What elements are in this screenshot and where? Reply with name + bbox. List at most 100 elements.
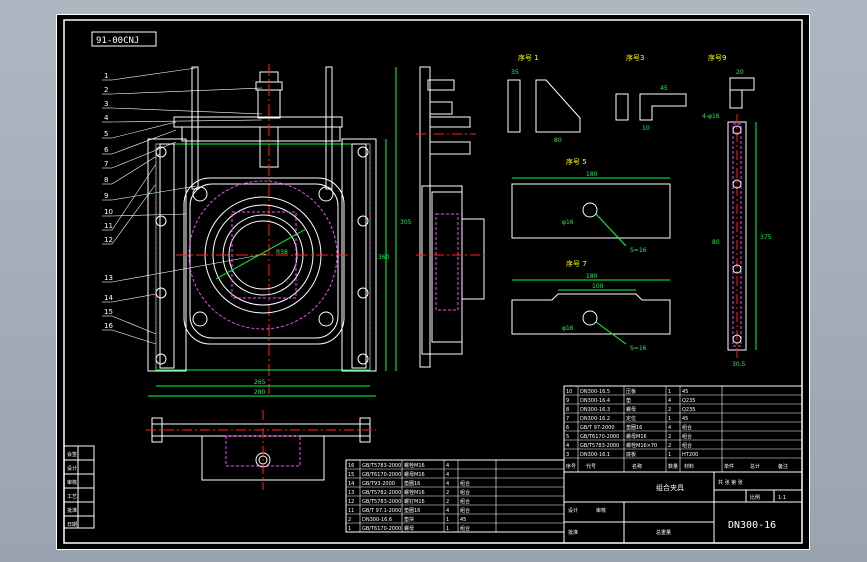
parts-lower-cell: 1 [446,517,449,523]
parts-cell: 5 [566,434,569,440]
part-label: 7 [104,160,108,168]
dim-hole1: φ16 [562,219,574,226]
dim-main-right: 305 [400,219,412,226]
detail-p3: 序号3 45 10 [615,53,687,132]
detail-p9-title: 序号9 [708,53,726,62]
parts-lower-cell: 1 [348,526,351,532]
parts-lower-cell: 垫块 [404,516,414,523]
left-block-0: 会签 [67,451,77,458]
parts-cell: 组合 [682,424,692,431]
parts-lower-cell: GB/T5782-2000 [362,490,401,496]
approver-label: 批准 [568,529,578,536]
parts-lower-cell: DN300-16.6 [362,517,392,523]
parts-cell: 10 [566,389,572,395]
parts-cell: Q235 [682,407,695,413]
dim-s1: S=16 [630,247,647,254]
parts-lower-cell: GB/T 97.1-2000 [362,508,401,514]
left-block-4: 批准 [67,507,77,514]
parts-lower-cell: 16 [348,463,354,469]
part-label: 4 [104,114,109,122]
parts-lower-cell: 螺母M16 [404,471,425,478]
left-block-1: 设计 [67,465,77,472]
part-label: 16 [104,322,113,330]
side-view [416,66,486,368]
outer-frame [56,14,810,550]
parts-header-cell: 总计 [750,463,760,470]
parts-cell: 1 [668,389,671,395]
parts-cell: 定位 [626,415,636,422]
parts-cell: 螺母M16 [626,433,647,440]
dim-s2: S=16 [630,345,647,352]
title-name: 组合夹具 [656,483,684,492]
parts-cell: GB/T5783-2000 [580,443,619,449]
parts-cell: 3 [566,452,569,458]
dim-d2: 180 [586,273,598,280]
parts-header-cell: 数量 [668,463,678,470]
part-label: 1 [104,72,108,80]
parts-cell: 6 [566,425,569,431]
detail-p9: 序号9 375 20 30.5 80 4-φ16 [702,53,772,368]
parts-cell: 压板 [626,388,636,395]
parts-lower-cell: 组合 [460,507,470,514]
detail-p7: 序号 7 180 100 φ16 S=16 [511,259,671,352]
parts-lower-cell: 垫圈16 [404,480,420,487]
parts-cell: 组合 [682,433,692,440]
parts-lower-cell: 组合 [460,489,470,496]
dim-p9c: 80 [712,239,720,246]
parts-lower-cell: 4 [446,508,449,514]
parts-lower-cell: 12 [348,499,354,505]
dim-p9d: 4-φ16 [702,113,720,120]
bottom-view [146,410,376,490]
parts-lower-cell: GB/T5783-2000 [362,463,401,469]
parts-cell: 45 [682,416,688,422]
dim-p1w: 35 [511,69,519,76]
left-block-2: 审核 [67,479,77,486]
parts-cell: 9 [566,398,569,404]
dim-p3h: 10 [642,125,650,132]
parts-header-cell: 序号 [566,463,576,470]
part-label: 15 [104,308,113,316]
part-label: 8 [104,176,108,184]
parts-cell: 8 [566,407,569,413]
parts-cell: DN300-16.4 [580,398,610,404]
part-label: 3 [104,100,108,108]
parts-lower-cell: 2 [348,517,351,523]
parts-cell: Q235 [682,398,695,404]
parts-cell: 底板 [626,451,636,458]
code-box [91,31,157,47]
parts-header-cell: 名称 [632,463,642,470]
part-label: 2 [104,86,108,94]
dim-d1: 180 [586,171,598,178]
parts-lower-cell: 2 [446,490,449,496]
parts-lower-cell: 4 [446,472,449,478]
parts-lower-cell: 组合 [460,525,470,532]
left-block-3: 工艺 [67,494,77,500]
drawing-number: DN300-16 [728,520,776,531]
parts-cell: GB/T6170-2000 [580,434,619,440]
left-signature-block: 会签 设计 审核 工艺 批准 日期 [63,445,95,529]
inner-frame [63,19,803,544]
dim-side-length: 375 [760,234,772,241]
title-block: 组合夹具 设计 审核 批准 总重量 共 张 第 张 比例 1:1 DN300-1… [563,471,803,544]
parts-cell: 垫圈16 [626,424,642,431]
part-label: 14 [104,294,113,302]
parts-cell: 4 [668,398,671,404]
parts-cell: 螺母 [626,406,636,413]
part-label: 9 [104,192,108,200]
parts-cell: DN300-16.3 [580,407,610,413]
parts-lower-cell: 垫圈16 [404,507,420,514]
cad-drawing: 91-00CNJ 会签 设计 审核 工艺 批准 日期 1234567891011… [56,14,810,550]
parts-lower-cell: 组合 [460,498,470,505]
scale-value: 1:1 [778,495,786,501]
parts-cell: 螺栓M16×70 [626,442,657,449]
main-front-view: R38 265 280 360 305 [147,64,412,397]
parts-header-cell: 代号 [586,463,596,470]
parts-cell: 4 [566,443,569,449]
parts-lower-cell: 1 [446,526,449,532]
part-label: 13 [104,274,113,282]
parts-lower-cell: GB/T6170-2000 [362,472,401,478]
dim-p9b: 30.5 [732,361,746,368]
total-weight-label: 总重量 [656,529,671,536]
